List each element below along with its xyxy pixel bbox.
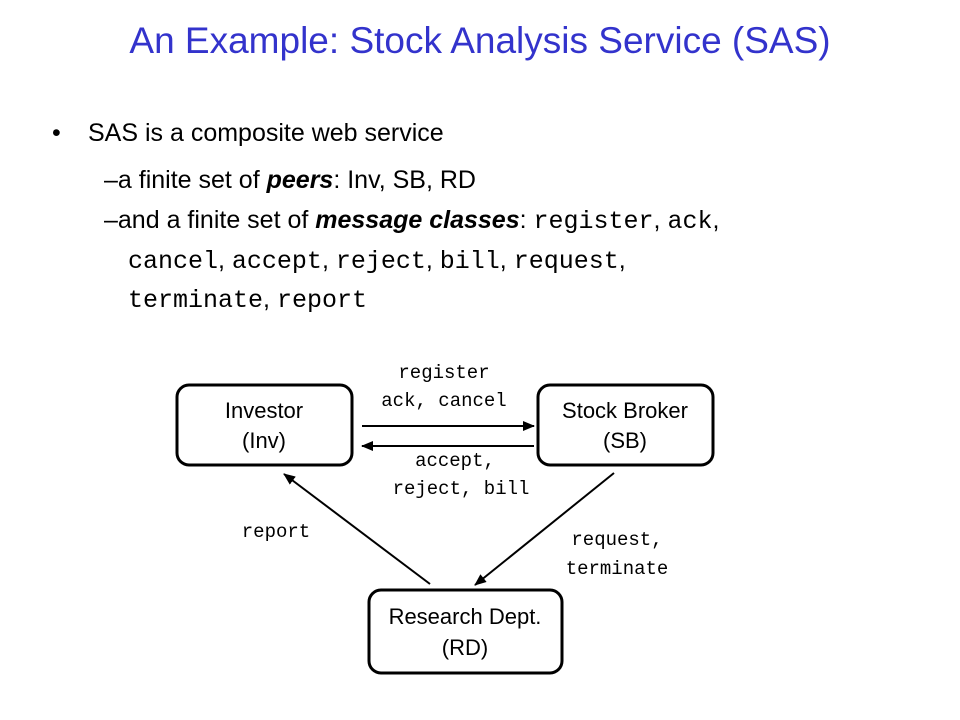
- message-request: request: [513, 247, 619, 276]
- node-stock-broker-name: Stock Broker: [562, 398, 688, 423]
- edge-inv-to-sb-label-2: ack, cancel: [381, 390, 506, 412]
- bullet-list: • SAS is a composite web service –a fini…: [0, 0, 960, 330]
- message-separator: ,: [499, 246, 514, 274]
- main-bullet-marker: •: [52, 119, 61, 147]
- edge-sb-to-rd-arrow: [474, 472, 615, 586]
- node-research-dept-box: [367, 588, 564, 675]
- messages-text-before: and a finite set of: [117, 206, 316, 234]
- sub-bullet-peers: –a finite set of peers: Inv, SB, RD: [104, 165, 476, 195]
- message-ack: ack: [667, 207, 713, 236]
- message-bill: bill: [439, 247, 500, 276]
- edge-rd-to-inv-label: report: [242, 521, 310, 543]
- message-separator: ,: [425, 246, 440, 274]
- message-separator: ,: [218, 246, 232, 274]
- message-separator: ,: [712, 206, 720, 234]
- node-investor-name: Investor: [225, 398, 303, 423]
- message-report: report: [276, 286, 367, 315]
- node-stock-broker-abbrev: (SB): [603, 428, 647, 453]
- node-investor-box: [175, 383, 354, 467]
- node-research-dept-abbrev: (RD): [442, 635, 488, 660]
- peers-text-after: : Inv, SB, RD: [333, 166, 476, 194]
- message-separator: ,: [321, 246, 336, 274]
- sub-bullet-messages-line1: –and a finite set of message classes: re…: [104, 205, 719, 237]
- edge-inv-to-sb-label-1: register: [398, 362, 489, 384]
- node-research-dept-name: Research Dept.: [389, 604, 542, 629]
- peers-emphasis: peers: [266, 166, 334, 194]
- sub-bullet-messages-line3: terminate, report: [128, 284, 367, 316]
- edge-sb-to-rd-label-2: terminate: [566, 558, 669, 580]
- message-accept: accept: [231, 247, 322, 276]
- messages-colon: :: [519, 206, 534, 234]
- edge-rd-to-inv-arrow: [283, 473, 431, 585]
- sub-bullet-dash: –: [104, 206, 118, 234]
- message-separator: ,: [263, 285, 277, 313]
- messages-emphasis: message classes: [315, 206, 520, 234]
- message-register: register: [533, 207, 654, 236]
- node-stock-broker-box: [536, 383, 715, 467]
- sub-bullet-dash: –: [104, 166, 118, 194]
- message-cancel: cancel: [128, 247, 219, 276]
- main-bullet-text: SAS is a composite web service: [88, 119, 444, 147]
- node-stock-broker: Stock Broker (SB): [536, 383, 715, 467]
- edge-sb-to-rd-label-1: request,: [571, 529, 662, 551]
- message-separator: ,: [653, 206, 668, 234]
- message-reject: reject: [335, 247, 426, 276]
- sub-bullet-messages-line2: cancel, accept, reject, bill, request,: [128, 245, 626, 277]
- edge-sb-to-inv-label-2: reject, bill: [393, 478, 530, 500]
- node-investor: Investor (Inv): [175, 383, 354, 467]
- peers-text-before: a finite set of: [117, 166, 267, 194]
- node-research-dept: Research Dept. (RD): [367, 588, 564, 675]
- slide-title: An Example: Stock Analysis Service (SAS): [129, 20, 831, 61]
- node-investor-abbrev: (Inv): [242, 428, 286, 453]
- edge-sb-to-inv-label-1: accept,: [415, 450, 495, 472]
- message-terminate: terminate: [128, 286, 264, 315]
- message-separator: ,: [618, 246, 626, 274]
